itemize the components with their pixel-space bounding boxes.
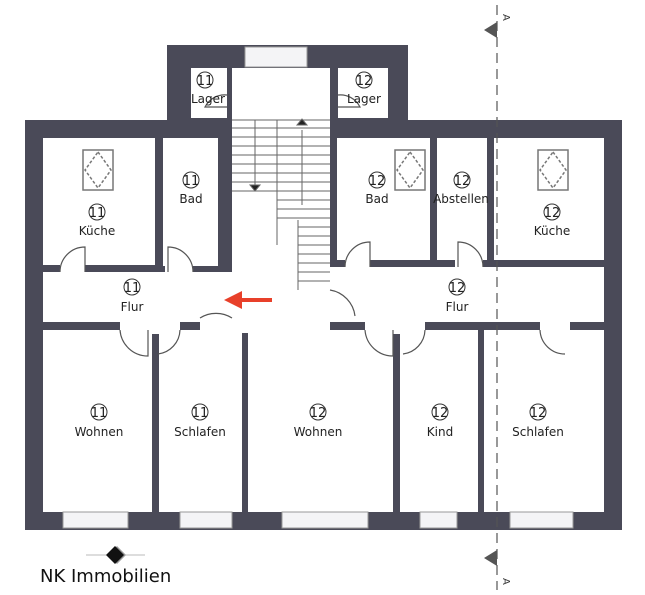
windows — [62, 46, 574, 529]
svg-text:Lager: Lager — [191, 92, 225, 106]
skylights — [82, 149, 569, 191]
svg-text:Küche: Küche — [534, 224, 570, 238]
svg-text:Wohnen: Wohnen — [294, 425, 343, 439]
svg-text:12: 12 — [356, 74, 373, 89]
svg-text:11: 11 — [192, 406, 209, 421]
svg-text:12: 12 — [369, 174, 386, 189]
svg-text:11: 11 — [124, 281, 141, 296]
svg-text:12: 12 — [310, 406, 327, 421]
svg-text:Kind: Kind — [427, 425, 453, 439]
svg-text:Küche: Küche — [79, 224, 115, 238]
svg-text:12: 12 — [544, 206, 561, 221]
logo-diamond-icon — [86, 546, 145, 564]
entrance-arrow-icon — [224, 291, 272, 309]
svg-text:12: 12 — [530, 406, 547, 421]
section-marker-bottom-icon — [484, 550, 497, 566]
svg-text:Bad: Bad — [179, 192, 202, 206]
svg-text:Abstellen: Abstellen — [433, 192, 489, 206]
svg-text:12: 12 — [454, 174, 471, 189]
svg-text:12: 12 — [449, 281, 466, 296]
section-label-top: A — [500, 14, 511, 21]
svg-text:Lager: Lager — [347, 92, 381, 106]
section-label-bottom: A — [500, 578, 511, 585]
svg-text:11: 11 — [89, 206, 106, 221]
svg-text:11: 11 — [183, 174, 200, 189]
svg-text:12: 12 — [432, 406, 449, 421]
svg-text:Wohnen: Wohnen — [75, 425, 124, 439]
svg-text:11: 11 — [197, 74, 214, 89]
svg-text:Flur: Flur — [121, 300, 144, 314]
svg-text:Bad: Bad — [365, 192, 388, 206]
doors — [59, 94, 566, 357]
brand-name: NK Immobilien — [40, 566, 172, 587]
svg-text:Flur: Flur — [446, 300, 469, 314]
section-marker-top-icon — [484, 22, 497, 38]
section-line-a: A A — [484, 5, 511, 590]
staircase — [232, 118, 330, 290]
svg-text:11: 11 — [91, 406, 108, 421]
svg-text:Schlafen: Schlafen — [174, 425, 226, 439]
rooms — [43, 68, 604, 512]
svg-text:Schlafen: Schlafen — [512, 425, 564, 439]
